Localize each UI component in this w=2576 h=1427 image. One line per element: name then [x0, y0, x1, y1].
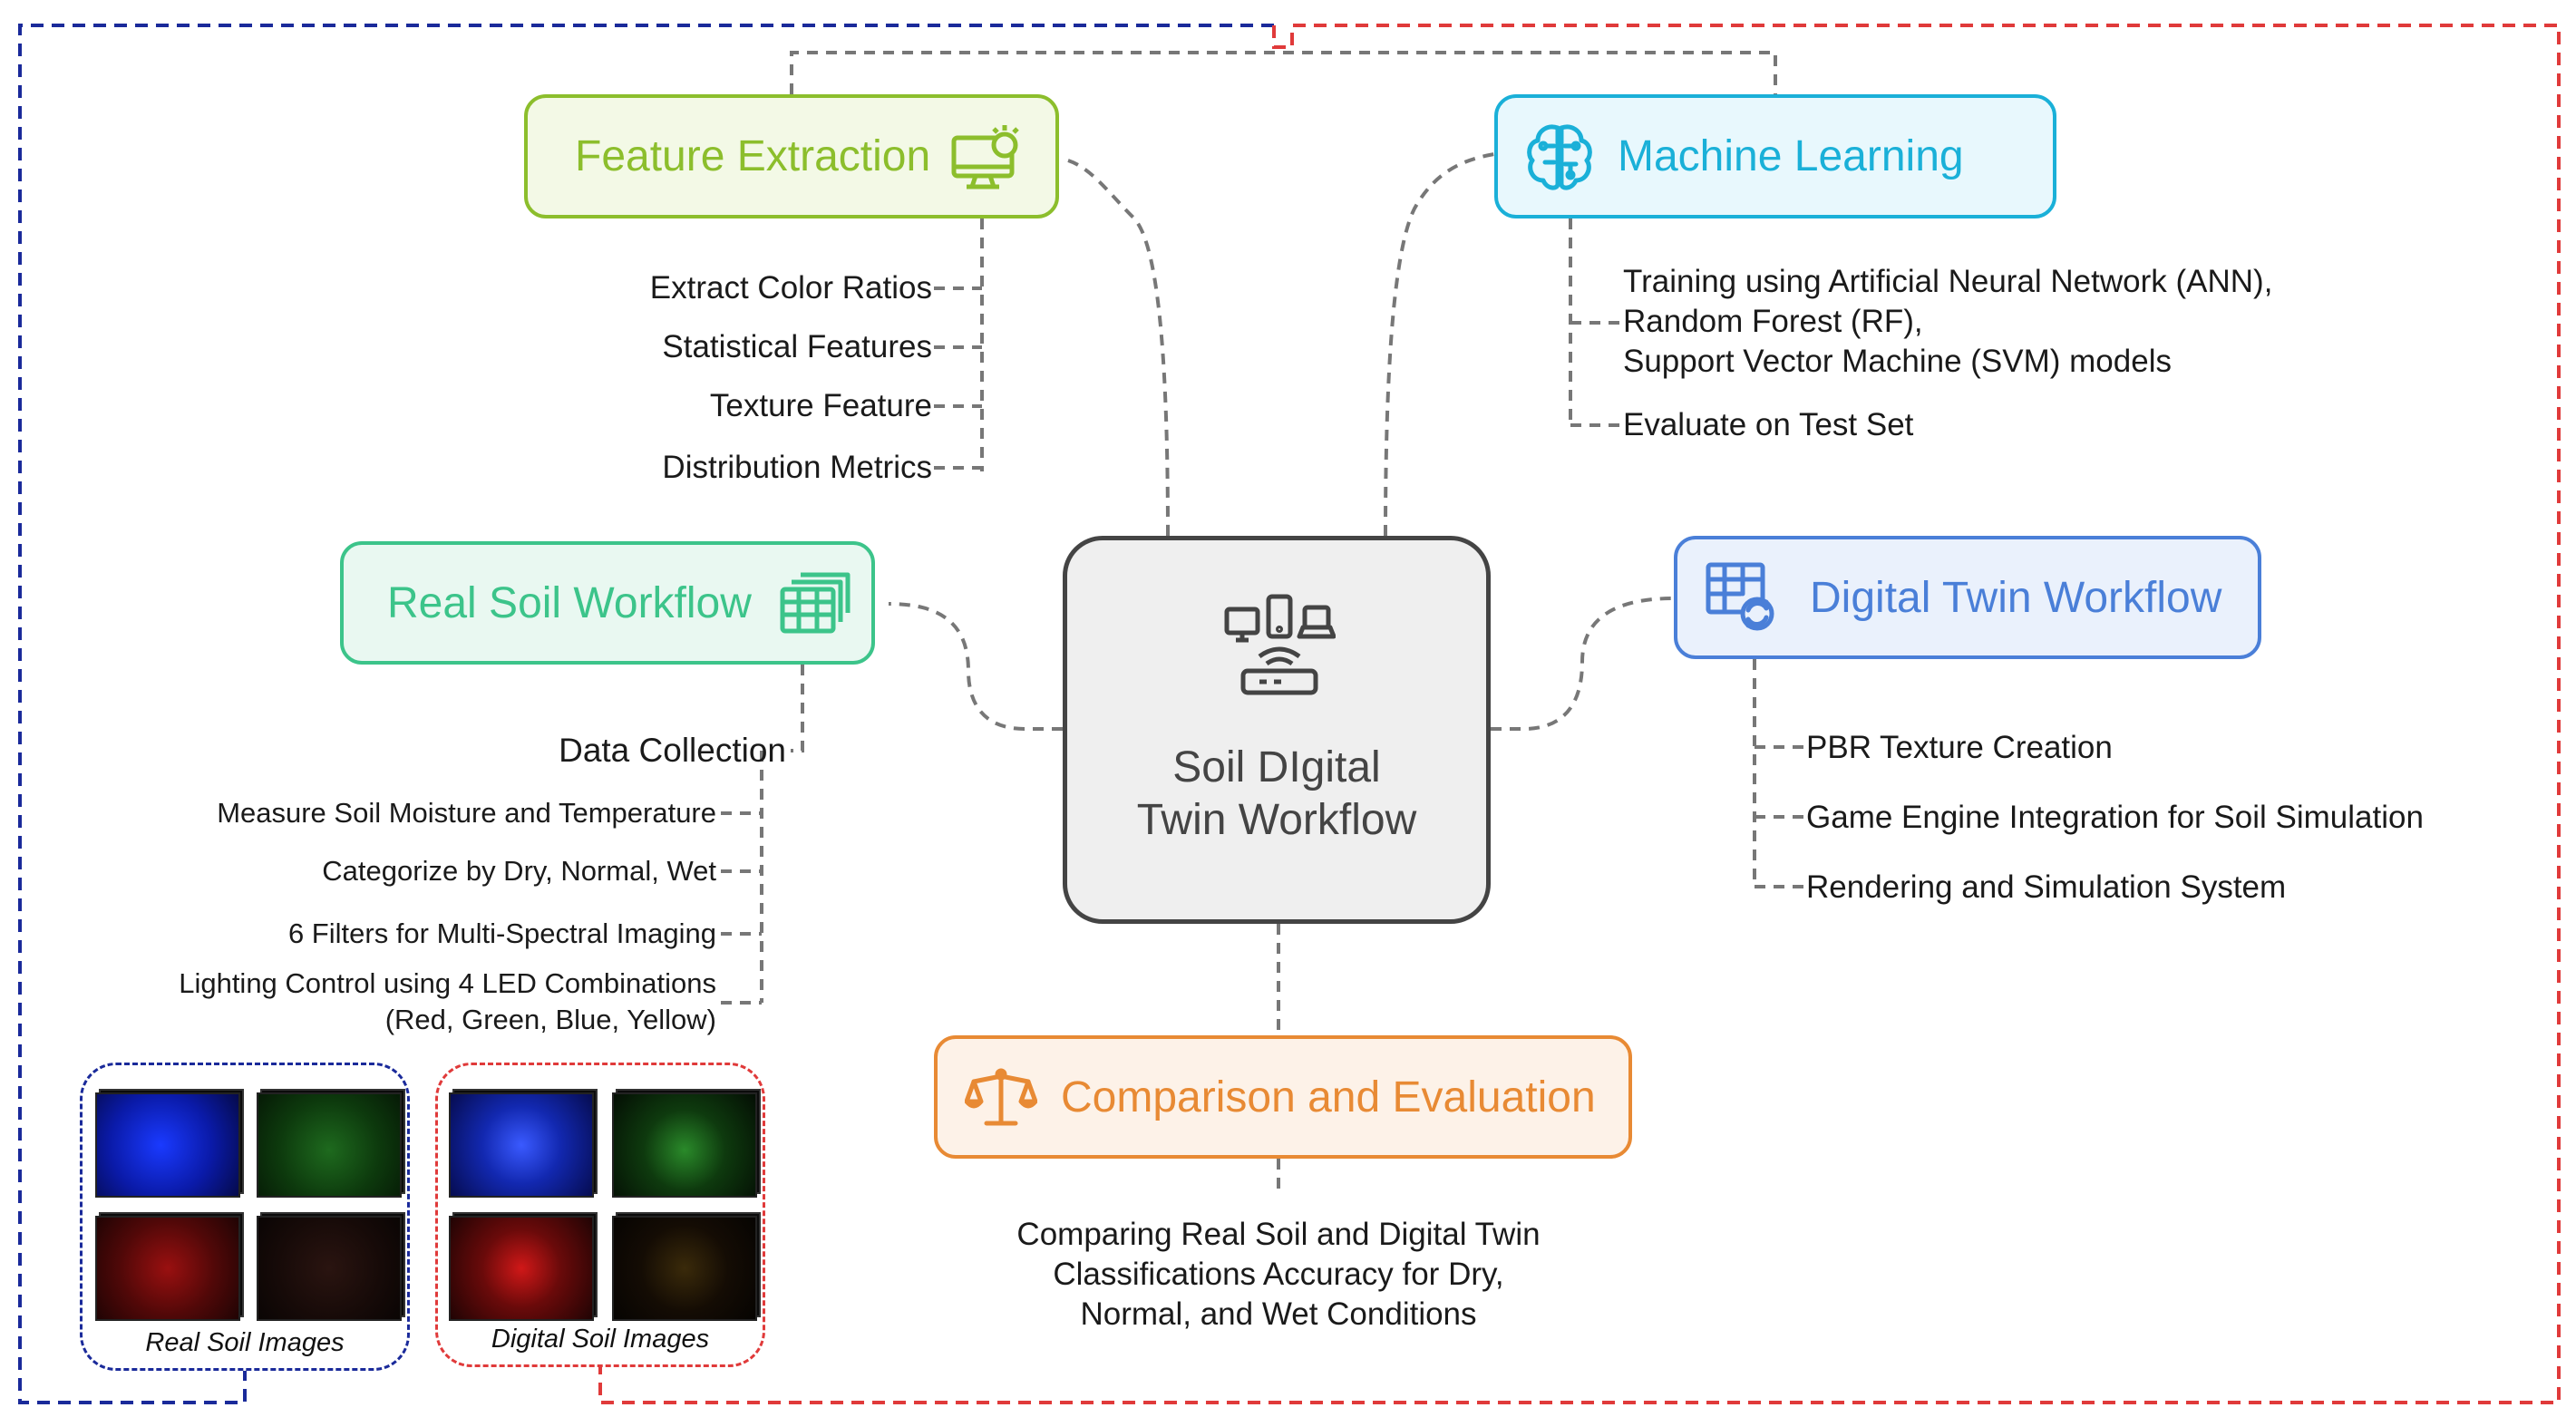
ml-training-line: Random Forest (RF),	[1623, 304, 1923, 339]
balance-scale-icon	[965, 1068, 1037, 1126]
real-soil-item: 6 Filters for Multi-Spectral Imaging	[287, 917, 716, 949]
feature-item: Texture Feature	[709, 388, 932, 423]
real-soil-item: Measure Soil Moisture and Temperature	[217, 797, 716, 829]
digital-soil-images-gallery: Digital Soil Images	[435, 1063, 765, 1367]
digital-image-dark	[612, 1212, 761, 1321]
feature-extraction-title: Feature Extraction	[575, 132, 931, 180]
comparison-title: Comparison and Evaluation	[1061, 1073, 1596, 1121]
feature-item: Distribution Metrics	[662, 450, 932, 485]
machine-learning-node: Machine Learning	[1494, 94, 2056, 218]
real-soil-workflow-node: Real Soil Workflow	[340, 541, 875, 665]
data-collection-label: Data Collection	[559, 732, 786, 769]
table-sync-icon	[1706, 562, 1774, 631]
ml-evaluate: Evaluate on Test Set	[1623, 407, 1914, 442]
feature-item: Extract Color Ratios	[649, 270, 932, 306]
digital-soil-images-caption: Digital Soil Images	[491, 1325, 710, 1354]
ml-training-line: Training using Artificial Neural Network…	[1623, 264, 2273, 299]
comparison-line: Comparing Real Soil and Digital Twin	[1016, 1217, 1541, 1252]
digital-twin-workflow-node: Digital Twin Workflow	[1674, 536, 2261, 659]
soil-image-dark	[257, 1212, 405, 1321]
center-title-line1: Soil DIgital	[1172, 743, 1381, 791]
soil-image-green	[257, 1089, 405, 1198]
brain-circuit-icon	[1527, 124, 1592, 190]
digital-twin-workflow-title: Digital Twin Workflow	[1810, 573, 2222, 622]
soil-image-blue	[95, 1089, 244, 1198]
digital-twin-item: Rendering and Simulation System	[1806, 869, 2287, 905]
digital-image-red	[449, 1212, 598, 1321]
feature-extraction-node: Feature Extraction	[524, 94, 1059, 218]
feature-item: Statistical Features	[662, 329, 932, 364]
center-title-line2: Twin Workflow	[1136, 796, 1417, 844]
monitor-settings-icon	[951, 124, 1019, 189]
comparison-line: Classifications Accuracy for Dry,	[1053, 1257, 1504, 1292]
real-soil-workflow-title: Real Soil Workflow	[387, 578, 752, 627]
machine-learning-title: Machine Learning	[1618, 132, 1964, 180]
ml-training-line: Support Vector Machine (SVM) models	[1623, 344, 2172, 379]
real-soil-frame	[18, 24, 1274, 1404]
digital-image-green	[612, 1089, 761, 1198]
digital-twin-item: Game Engine Integration for Soil Simulat…	[1806, 800, 2424, 835]
devices-router-icon	[1224, 594, 1336, 695]
soil-image-red	[95, 1212, 244, 1321]
real-soil-images-gallery: Real Soil Images	[80, 1063, 410, 1371]
digital-twin-item: PBR Texture Creation	[1806, 730, 2113, 765]
comparison-text: Comparing Real Soil and Digital Twin Cla…	[916, 1215, 1641, 1335]
real-soil-images-caption: Real Soil Images	[145, 1328, 345, 1357]
center-node: Soil DIgital Twin Workflow	[1063, 536, 1491, 924]
data-table-icon	[780, 572, 851, 634]
lighting-line1: Lighting Control using 4 LED Combination…	[179, 967, 716, 999]
real-soil-item: Categorize by Dry, Normal, Wet	[322, 855, 716, 887]
comparison-evaluation-node: Comparison and Evaluation	[934, 1035, 1632, 1159]
lighting-line2: (Red, Green, Blue, Yellow)	[384, 1004, 716, 1035]
comparison-line: Normal, and Wet Conditions	[1080, 1296, 1477, 1332]
digital-image-blue	[449, 1089, 598, 1198]
digital-twin-frame	[598, 24, 2561, 1404]
